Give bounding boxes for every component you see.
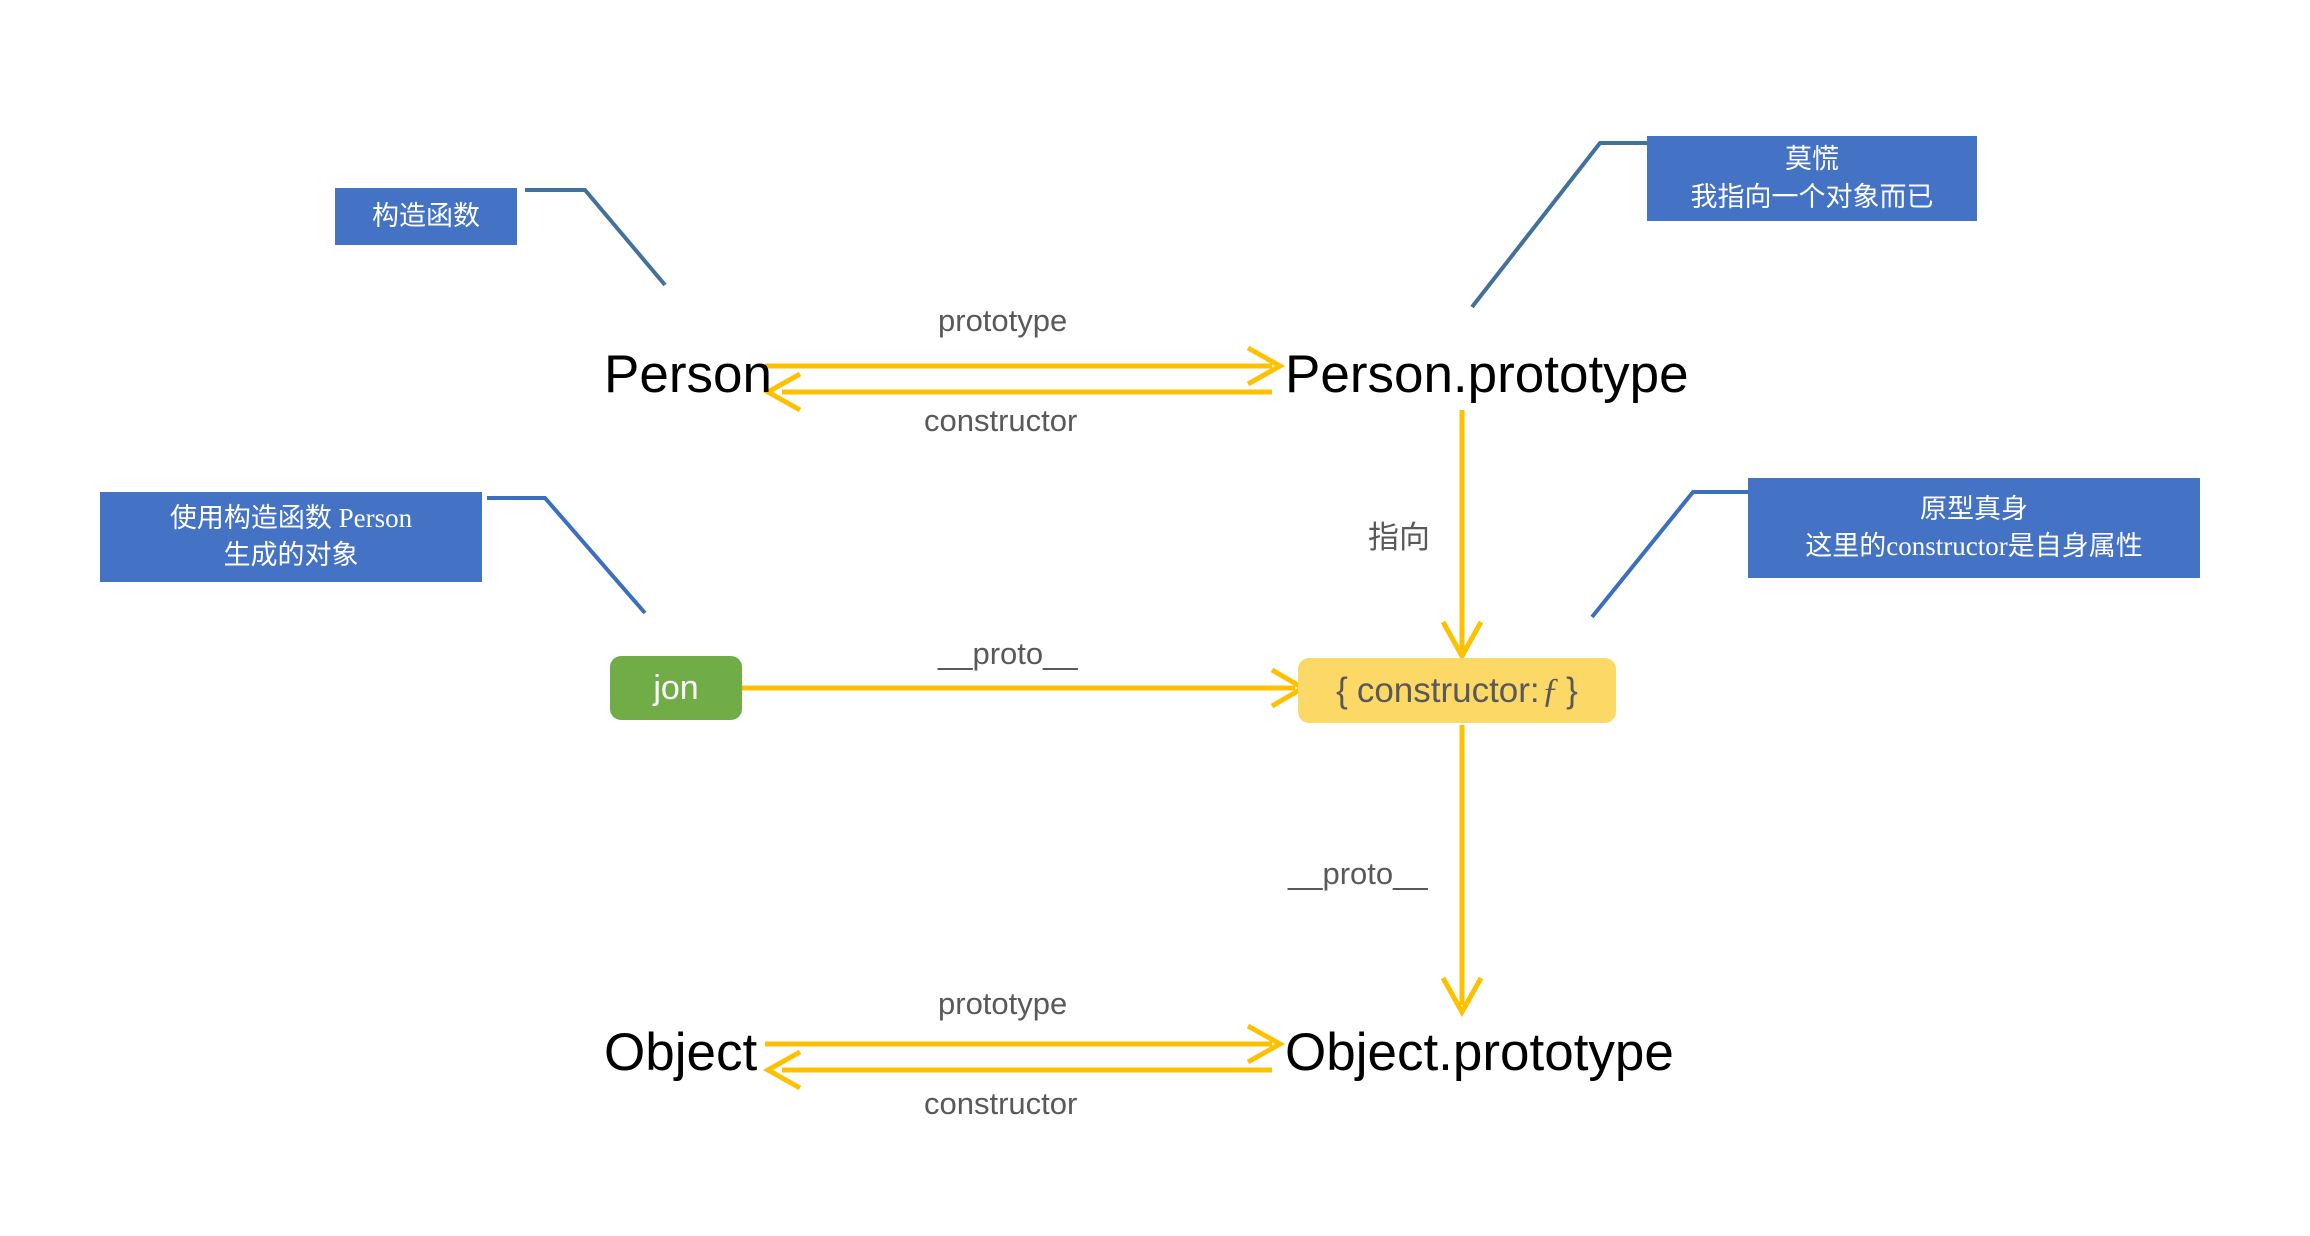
- constructor-object-close-brace: }: [1566, 671, 1578, 710]
- arrow-person-constructor-head: [762, 371, 802, 413]
- edge-label-object-constructor: constructor: [924, 1086, 1078, 1121]
- arrow-object-constructor-head: [762, 1049, 802, 1091]
- node-object: Object: [604, 1023, 758, 1082]
- callout-real-prototype: 原型真身 这里的constructor是自身属性: [1748, 478, 2200, 578]
- edge-label-person-prototype: prototype: [938, 303, 1068, 338]
- edge-label-object-prototype: prototype: [938, 986, 1068, 1021]
- leader-line-dont-panic: [1470, 141, 1647, 309]
- leader-line-real-prototype: [1590, 490, 1748, 619]
- leader-line-created-by-person: [487, 496, 647, 615]
- edge-label-proto-jon: __proto__: [938, 636, 1078, 671]
- node-object-prototype: Object.prototype: [1285, 1023, 1674, 1082]
- edge-label-points-to: 指向: [1368, 520, 1430, 555]
- callout-dont-panic: 莫慌 我指向一个对象而已: [1647, 136, 1977, 221]
- edge-label-person-constructor: constructor: [924, 403, 1078, 438]
- callout-created-by-person: 使用构造函数 Person 生成的对象: [100, 492, 482, 582]
- node-jon: jon: [610, 656, 742, 720]
- arrow-person-prototype-head: [1246, 345, 1286, 387]
- leader-line-constructor-function: [525, 188, 667, 287]
- callout-constructor-function: 构造函数: [335, 188, 517, 245]
- edge-label-proto-down: __proto__: [1288, 856, 1428, 891]
- constructor-object-open-brace: {: [1336, 671, 1348, 710]
- node-constructor-object: { constructor: ƒ }: [1298, 658, 1616, 723]
- node-person: Person: [604, 345, 772, 404]
- arrow-object-prototype-head: [1246, 1023, 1286, 1065]
- arrow-points-to-head: [1440, 620, 1484, 662]
- arrow-proto-down-head: [1440, 976, 1484, 1018]
- constructor-object-fn-glyph: ƒ: [1541, 671, 1560, 710]
- node-person-prototype: Person.prototype: [1285, 345, 1689, 404]
- constructor-object-key: constructor:: [1356, 671, 1540, 710]
